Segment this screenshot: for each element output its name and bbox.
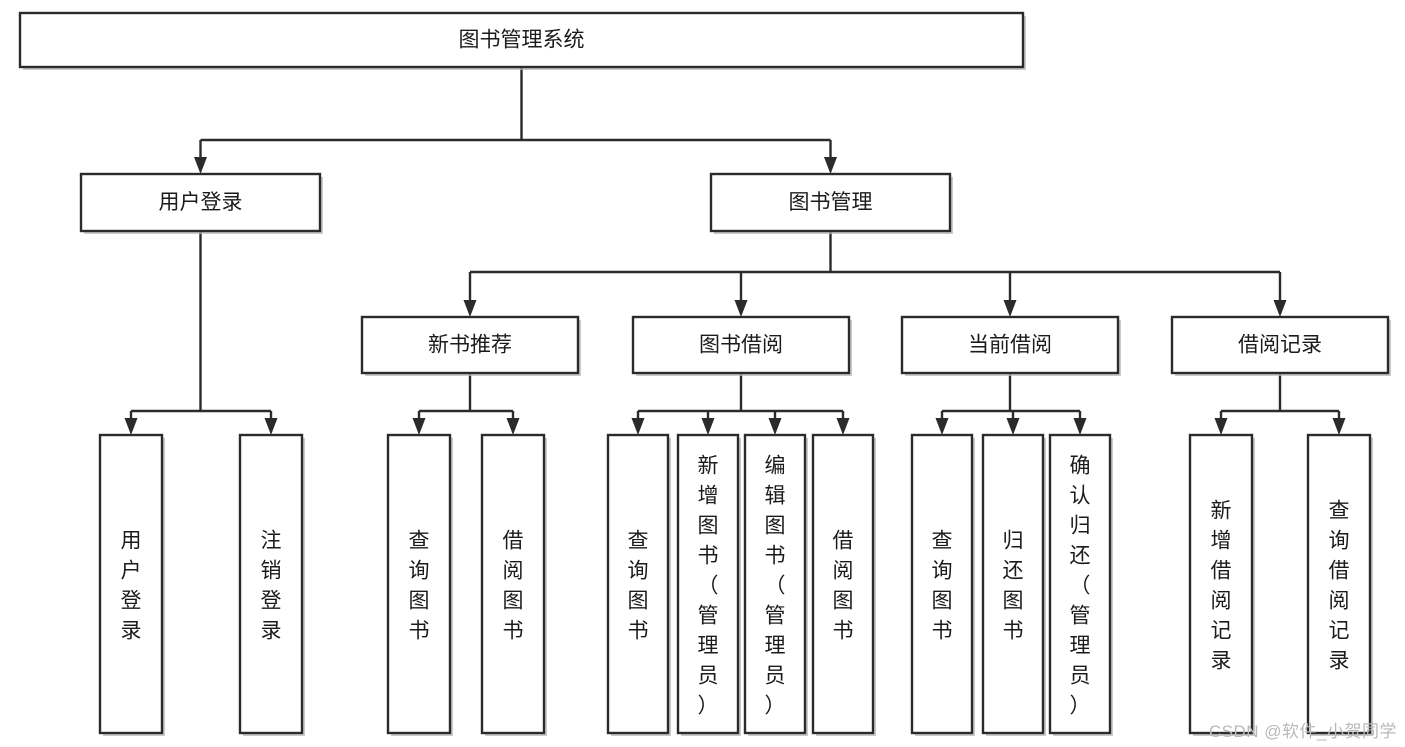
node-label: 借阅图书 [503, 529, 524, 642]
node-box[interactable] [1188, 433, 1254, 735]
nodes-layer: 图书管理系统用户登录图书管理新书推荐图书借阅当前借阅借阅记录用户登录注销登录查询… [18, 11, 1391, 736]
node-label: 借阅记录 [1238, 334, 1322, 357]
node-borrow-record[interactable]: 借阅记录 [1170, 315, 1391, 376]
node-box[interactable] [631, 315, 851, 375]
edge-group-new-book-rec [412, 373, 520, 435]
node-label: 新书推荐 [428, 334, 512, 357]
node-leaf-return-book[interactable]: 归还图书 [981, 433, 1046, 736]
node-leaf-query-book-2[interactable]: 查询图书 [606, 433, 671, 736]
node-box[interactable] [910, 433, 974, 735]
node-box[interactable] [79, 172, 322, 233]
arrowhead [264, 418, 278, 435]
node-book-borrow[interactable]: 图书借阅 [631, 315, 852, 376]
arrowhead [194, 157, 207, 174]
arrowhead [1214, 418, 1228, 435]
node-leaf-borrow-book-2[interactable]: 借阅图书 [811, 433, 876, 736]
arrowhead [506, 418, 520, 435]
arrowhead [836, 418, 850, 435]
node-box[interactable] [676, 433, 740, 735]
node-leaf-confirm-return[interactable]: 确认归还（管理员） [1048, 433, 1113, 736]
node-box[interactable] [480, 433, 546, 735]
node-current-borrow[interactable]: 当前借阅 [900, 315, 1121, 376]
node-label: 图书管理系统 [459, 29, 585, 52]
node-label: 图书管理 [789, 191, 873, 214]
node-leaf-edit-book[interactable]: 编辑图书（管理员） [743, 433, 808, 736]
node-box[interactable] [709, 172, 952, 233]
node-user-login[interactable]: 用户登录 [79, 172, 323, 234]
edge-group-borrow-record [1214, 373, 1346, 435]
node-box[interactable] [360, 315, 580, 375]
node-leaf-query-record[interactable]: 查询借阅记录 [1306, 433, 1373, 736]
node-box[interactable] [811, 433, 875, 735]
arrowhead [1003, 300, 1017, 317]
node-label: 查询图书 [628, 529, 649, 642]
node-box[interactable] [18, 11, 1025, 69]
node-box[interactable] [386, 433, 452, 735]
node-leaf-add-record[interactable]: 新增借阅记录 [1188, 433, 1255, 736]
node-book-manage[interactable]: 图书管理 [709, 172, 953, 234]
arrowhead [734, 300, 748, 317]
node-label: 用户登录 [121, 529, 142, 642]
node-label: 图书借阅 [699, 334, 783, 357]
arrowhead [463, 300, 477, 317]
node-label: 查询图书 [932, 529, 953, 642]
node-box[interactable] [1306, 433, 1372, 735]
node-leaf-user-login[interactable]: 用户登录 [98, 433, 165, 736]
node-box[interactable] [981, 433, 1045, 735]
edge-group-user-login [124, 231, 278, 435]
node-label: 新增图书（管理员） [698, 454, 719, 717]
node-label: 归还图书 [1003, 529, 1024, 642]
node-box[interactable] [1170, 315, 1390, 375]
node-label: 编辑图书（管理员） [765, 454, 786, 717]
node-box[interactable] [1048, 433, 1112, 735]
node-label: 当前借阅 [968, 334, 1052, 357]
arrowhead [1073, 418, 1087, 435]
arrowhead [935, 418, 949, 435]
node-box[interactable] [606, 433, 670, 735]
edge-group-root [194, 67, 837, 174]
arrowhead [1273, 300, 1287, 317]
arrowhead [1006, 418, 1020, 435]
node-label: 注销登录 [261, 529, 282, 642]
node-box[interactable] [743, 433, 807, 735]
node-leaf-query-book-3[interactable]: 查询图书 [910, 433, 975, 736]
node-box[interactable] [238, 433, 304, 735]
node-leaf-borrow-book-1[interactable]: 借阅图书 [480, 433, 547, 736]
node-root[interactable]: 图书管理系统 [18, 11, 1026, 70]
edges-layer [124, 67, 1346, 435]
node-label: 查询图书 [409, 529, 430, 642]
node-box[interactable] [98, 433, 164, 735]
edge-group-book-manage [463, 231, 1287, 317]
arrowhead [1332, 418, 1346, 435]
edge-group-current-borrow [935, 373, 1087, 435]
node-leaf-logout[interactable]: 注销登录 [238, 433, 305, 736]
node-box[interactable] [900, 315, 1120, 375]
node-leaf-add-book[interactable]: 新增图书（管理员） [676, 433, 741, 736]
csdn-watermark: CSDN @软件_小贺同学 [1208, 722, 1397, 741]
node-label: 确认归还（管理员） [1070, 454, 1091, 717]
node-label: 新增借阅记录 [1211, 499, 1232, 672]
node-leaf-query-book-1[interactable]: 查询图书 [386, 433, 453, 736]
arrowhead [768, 418, 782, 435]
node-label: 用户登录 [159, 191, 243, 214]
node-label: 查询借阅记录 [1329, 499, 1350, 672]
node-label: 借阅图书 [833, 529, 854, 642]
arrowhead [412, 418, 426, 435]
edge-group-book-borrow [631, 373, 850, 435]
node-new-book-rec[interactable]: 新书推荐 [360, 315, 581, 376]
arrowhead [824, 157, 837, 174]
arrowhead [631, 418, 645, 435]
arrowhead [701, 418, 715, 435]
arrowhead [124, 418, 138, 435]
